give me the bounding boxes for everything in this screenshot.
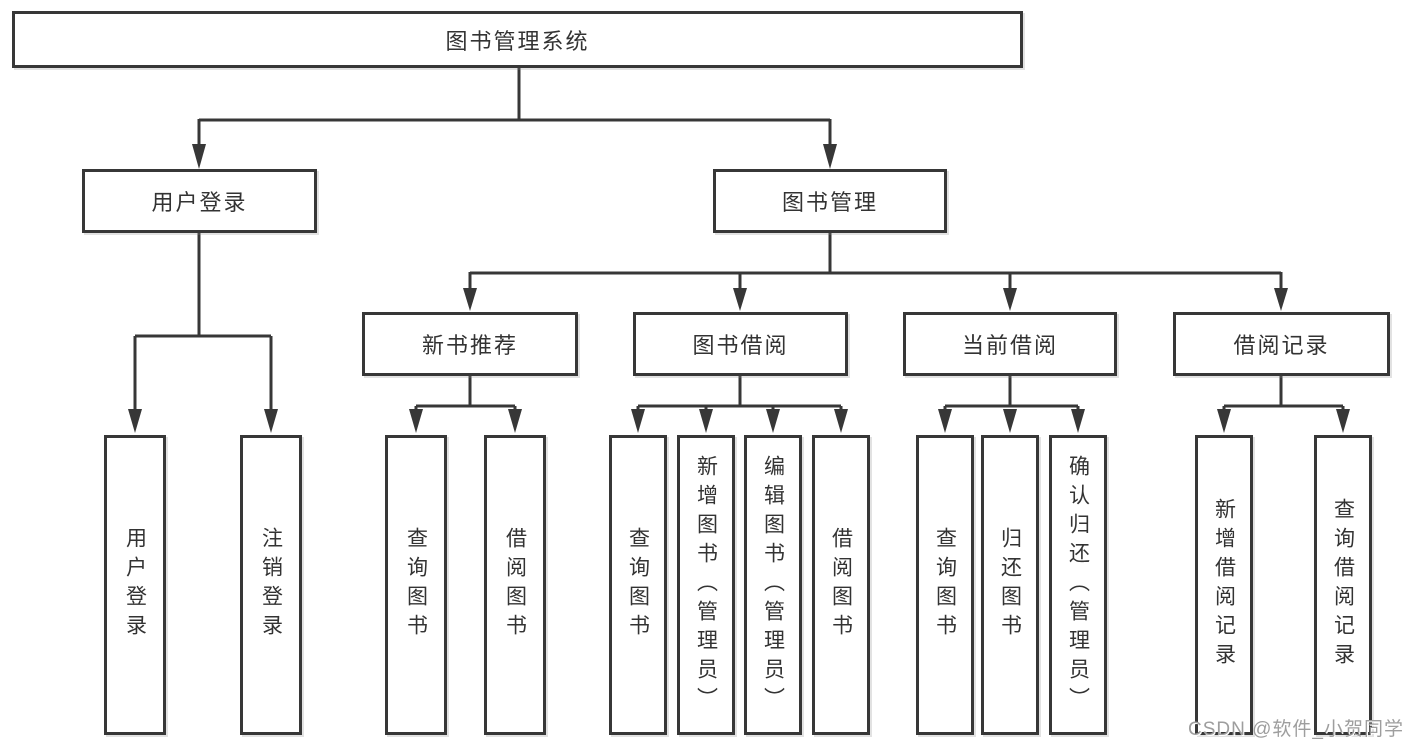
leaf-label: 查询图书 — [933, 527, 957, 643]
leaf-add-book-admin: 新增图书（管理员） — [677, 435, 735, 735]
leaf-confirm-return-admin: 确认归还（管理员） — [1049, 435, 1107, 735]
leaf-query-book-recommend: 查询图书 — [385, 435, 447, 735]
node-label: 图书借阅 — [692, 333, 789, 358]
leaf-borrow-book-recommend: 借阅图书 — [484, 435, 546, 735]
leaf-user-login: 用户登录 — [104, 435, 166, 735]
connector-current-borrow-to-leaves — [938, 376, 1085, 433]
leaf-label: 查询图书 — [404, 527, 428, 643]
leaf-return-book: 归还图书 — [981, 435, 1039, 735]
leaf-label: 用户登录 — [123, 527, 147, 643]
leaf-label: 新增借阅记录 — [1212, 498, 1236, 672]
leaf-query-book-borrow: 查询图书 — [609, 435, 667, 735]
node-user-login: 用户登录 — [82, 169, 317, 233]
leaf-logout: 注销登录 — [240, 435, 302, 735]
leaf-label: 新增图书（管理员） — [694, 454, 718, 716]
connector-book-borrow-to-leaves — [631, 376, 848, 433]
leaf-label: 注销登录 — [259, 527, 283, 643]
leaf-label: 借阅图书 — [829, 527, 853, 643]
leaf-query-book-current: 查询图书 — [916, 435, 974, 735]
leaf-label: 查询借阅记录 — [1331, 498, 1355, 672]
connector-user-login-to-leaves — [128, 233, 278, 433]
node-label: 当前借阅 — [961, 333, 1058, 358]
node-label: 图书管理系统 — [445, 28, 590, 54]
node-book-borrow: 图书借阅 — [633, 312, 848, 376]
leaf-label: 确认归还（管理员） — [1066, 454, 1090, 716]
csdn-watermark: CSDN @软件_小贺同学 — [1188, 719, 1404, 740]
node-label: 图书管理 — [781, 190, 878, 215]
connector-borrow-records-to-leaves — [1217, 376, 1350, 433]
connector-new-book-to-leaves — [409, 376, 522, 433]
node-label: 借阅记录 — [1233, 333, 1330, 358]
leaf-label: 归还图书 — [998, 527, 1022, 643]
node-label: 用户登录 — [151, 190, 248, 215]
node-borrow-records: 借阅记录 — [1173, 312, 1390, 376]
node-current-borrow: 当前借阅 — [903, 312, 1117, 376]
node-book-management: 图书管理 — [713, 169, 947, 233]
node-library-management-system: 图书管理系统 — [12, 11, 1023, 68]
leaf-label: 借阅图书 — [503, 527, 527, 643]
leaf-edit-book-admin: 编辑图书（管理员） — [744, 435, 802, 735]
leaf-label: 编辑图书（管理员） — [761, 454, 785, 716]
leaf-add-borrow-record: 新增借阅记录 — [1195, 435, 1253, 735]
node-label: 新书推荐 — [421, 333, 518, 358]
leaf-borrow-book: 借阅图书 — [812, 435, 870, 735]
connector-root-to-level2 — [192, 68, 837, 169]
leaf-query-borrow-record: 查询借阅记录 — [1314, 435, 1372, 735]
node-new-book-recommend: 新书推荐 — [362, 312, 578, 376]
leaf-label: 查询图书 — [626, 527, 650, 643]
connector-book-management-to-level3 — [463, 233, 1288, 311]
